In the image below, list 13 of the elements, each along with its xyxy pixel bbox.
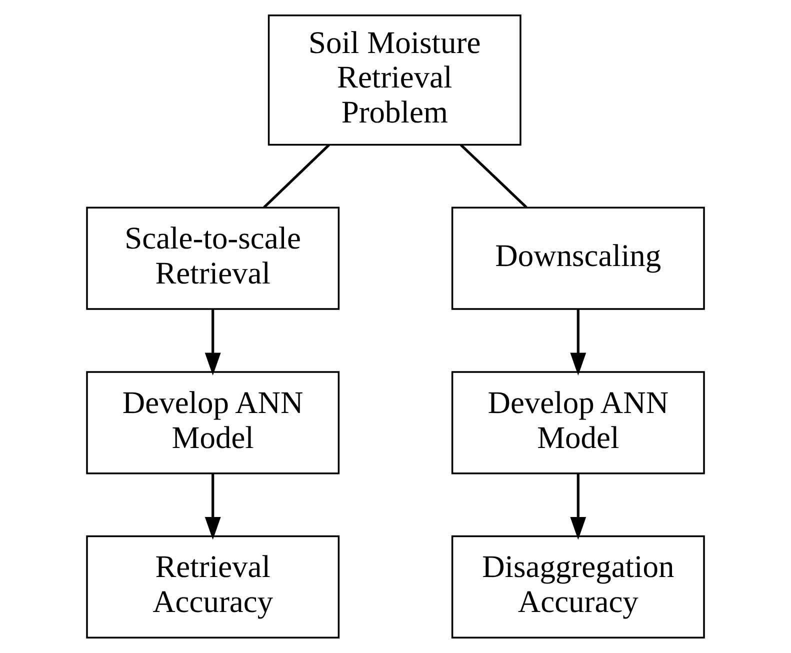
connector [460,144,528,208]
node-box: Downscaling [451,206,705,310]
node-box: Scale-to-scale Retrieval [86,206,340,310]
arrow [570,309,586,376]
node-box: Develop ANN Model [86,371,340,474]
node-box: Develop ANN Model [451,371,705,474]
connector [263,144,330,208]
arrow [204,309,221,376]
node-box: Retrieval Accuracy [86,535,340,638]
node-box: Disaggregation Accuracy [451,535,705,638]
arrow [570,474,586,540]
arrow [204,474,221,540]
node-box: Soil Moisture Retrieval Problem [268,14,522,146]
